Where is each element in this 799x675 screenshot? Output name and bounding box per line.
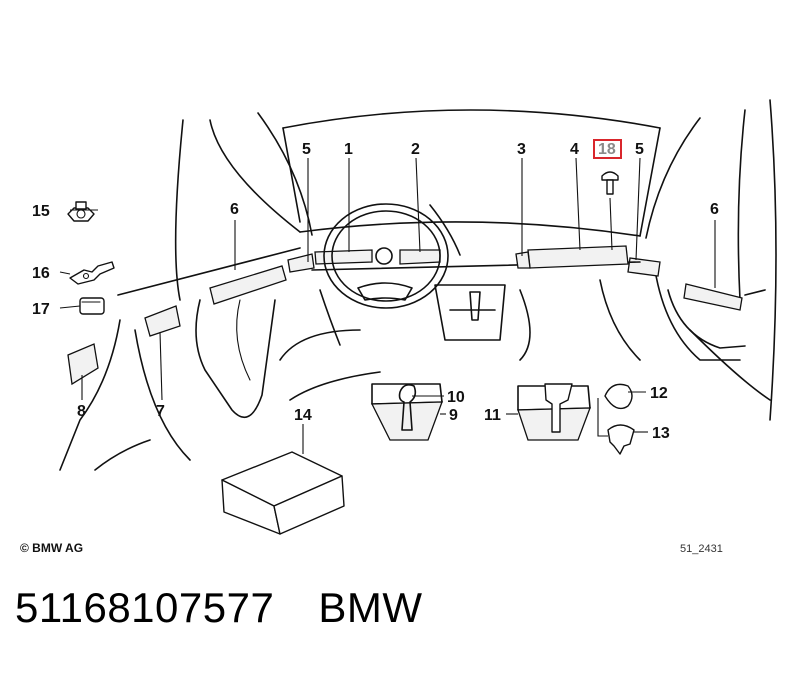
callout-9: 9 — [449, 407, 458, 424]
callout-16: 16 — [32, 265, 50, 282]
part-15-nut — [67, 201, 95, 222]
callout-3: 3 — [517, 141, 526, 158]
callout-11: 11 — [484, 407, 501, 424]
part-9-10-shift-set — [370, 383, 443, 441]
callout-1: 1 — [344, 141, 353, 158]
part-11-auto-set — [517, 383, 591, 441]
callout-2: 2 — [411, 141, 420, 158]
part-8-door-trim — [67, 343, 99, 386]
callout-7: 7 — [156, 403, 165, 420]
right-door-trim — [683, 283, 743, 311]
highlight-box — [593, 139, 622, 159]
steering-wheel — [323, 203, 449, 309]
leader-lines — [59, 157, 716, 454]
center-dash-trim-right — [399, 249, 441, 265]
left-door — [59, 119, 301, 471]
left-door-trim — [209, 265, 287, 305]
left-dash-trim — [287, 253, 315, 273]
footer: 51168107577 BMW — [15, 584, 466, 632]
callout-12: 12 — [650, 385, 668, 402]
callout-18[interactable]: 18 — [598, 141, 616, 158]
part-14-box — [221, 451, 345, 535]
callout-6-right: 6 — [710, 201, 719, 218]
callout-6-left: 6 — [230, 201, 239, 218]
part-7-door-trim — [144, 305, 181, 337]
callout-5-right: 5 — [635, 141, 644, 158]
callout-10: 10 — [447, 389, 465, 406]
callout-17: 17 — [32, 301, 50, 318]
center-dash-trim-left — [314, 249, 373, 265]
copyright-notice: © BMW AG — [20, 541, 84, 555]
part-12-knob — [604, 383, 633, 410]
part-18-screw — [601, 171, 619, 195]
passenger-dash-trim — [527, 245, 629, 269]
callout-4: 4 — [570, 141, 579, 158]
right-dash-trim — [627, 257, 661, 277]
passenger-dash-trim-end — [515, 251, 531, 269]
callout-labels: 5 1 2 3 4 18 5 15 6 6 16 17 8 7 10 9 11 … — [32, 139, 719, 442]
part-number: 51168107577 — [15, 584, 275, 631]
callout-13: 13 — [652, 425, 670, 442]
brand-name: BMW — [318, 584, 423, 631]
callout-15: 15 — [32, 203, 50, 220]
right-door — [654, 99, 777, 421]
callout-8: 8 — [77, 403, 86, 420]
part-13-knob — [607, 424, 635, 455]
windshield-frame — [257, 109, 701, 239]
callout-14: 14 — [294, 407, 312, 424]
callout-5-left: 5 — [302, 141, 311, 158]
dashboard — [279, 204, 641, 401]
diagram-id: 51_2431 — [680, 543, 723, 555]
part-16-clip — [69, 261, 115, 285]
part-17-grommet — [79, 297, 105, 315]
